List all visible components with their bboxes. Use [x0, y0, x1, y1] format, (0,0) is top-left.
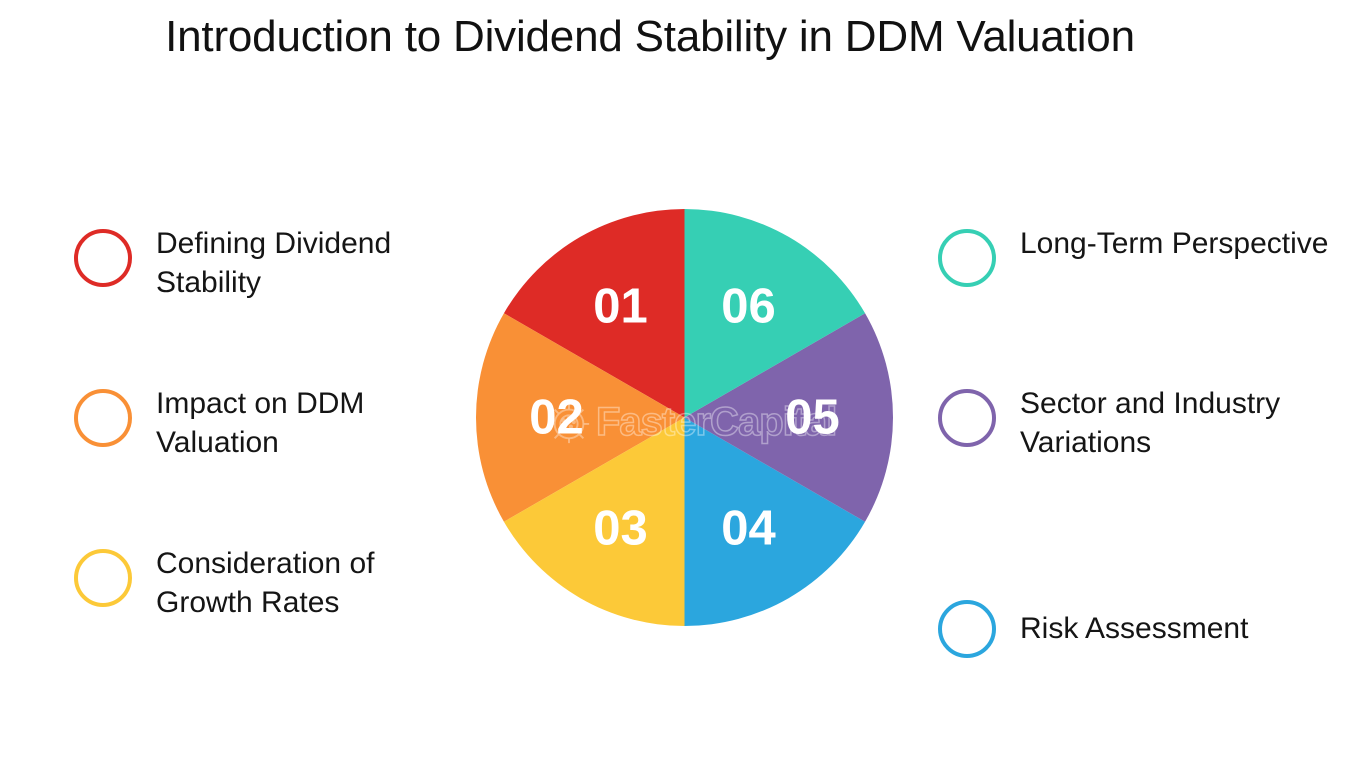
pie-slice-number-06: 06 [721, 280, 776, 334]
legend-item-long-term-perspective[interactable]: Long-Term Perspective [938, 227, 1330, 388]
legend-item-label: Defining Dividend Stability [156, 227, 392, 299]
pie-slice-05[interactable] [684, 313, 894, 522]
pie-slice-number-03: 03 [593, 501, 648, 555]
circle-outline-icon [938, 599, 996, 658]
pie-slice-number-05: 05 [785, 391, 840, 445]
legend-item-label: Impact on DDM Valuation [156, 387, 365, 459]
legend-item-label: Sector and Industry Variations [1020, 387, 1281, 459]
legend-item-sector-and-industry-variations[interactable]: Sector and Industry Variations [938, 387, 1330, 548]
pie-label-group: 01 02 03 04 05 06 [529, 280, 840, 556]
legend-item-impact-on-ddm-valuation[interactable]: Impact on DDM Valuation [74, 387, 474, 548]
legend-item-label: Consideration of Growth Rates [156, 547, 375, 619]
legend-item-label: Long-Term Perspective [1020, 227, 1329, 260]
legend-item-defining-dividend-stability[interactable]: Defining Dividend Stability [74, 227, 474, 388]
pie-slice-group [475, 209, 894, 627]
pie-slice-number-02: 02 [529, 391, 584, 445]
pie-slice-04[interactable] [684, 417, 866, 627]
legend-item-consideration-of-growth-rates[interactable]: Consideration of Growth Rates [74, 547, 474, 708]
legend-column-right: Long-Term Perspective Sector and Industr… [938, 227, 1330, 708]
legend-column-left: Defining Dividend Stability Impact on DD… [74, 227, 474, 708]
pie-slice-02[interactable] [475, 313, 685, 522]
pie-slice-number-01: 01 [593, 280, 648, 334]
circle-outline-icon [74, 549, 132, 607]
pie-chart-svg: 01 02 03 04 05 06 [475, 209, 894, 627]
pie-slice-06[interactable] [684, 209, 866, 418]
pie-slice-01[interactable] [503, 209, 685, 418]
circle-outline-icon [938, 389, 996, 447]
pie-slice-03[interactable] [503, 417, 685, 627]
pie-slice-number-04: 04 [721, 501, 776, 555]
circle-outline-icon [938, 229, 996, 287]
circle-outline-icon [74, 229, 132, 287]
circle-outline-icon [74, 389, 132, 447]
legend-item-label: Risk Assessment [1020, 611, 1249, 645]
legend-item-risk-assessment[interactable]: Risk Assessment [938, 548, 1330, 708]
pie-chart: 01 02 03 04 05 06 [475, 208, 894, 627]
page-title: Introduction to Dividend Stability in DD… [165, 12, 1135, 61]
